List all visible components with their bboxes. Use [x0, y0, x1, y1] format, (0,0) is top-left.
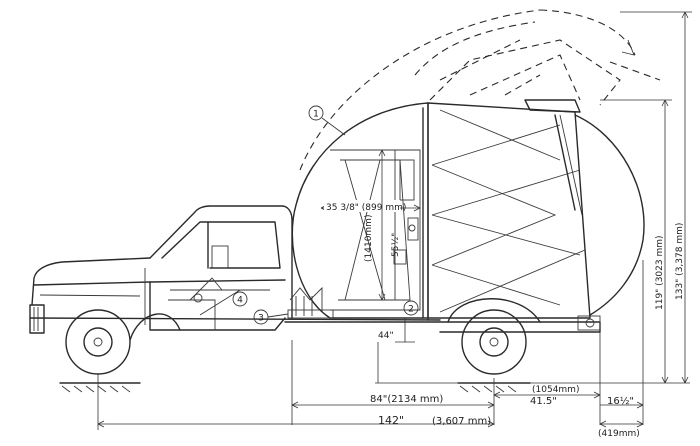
dim-width-top: 35 3/8" (899 mm)	[320, 200, 421, 213]
dim-height-133: 133" (3,378 mm)	[620, 11, 692, 384]
callout-1: 1	[308, 105, 346, 136]
chassis-frame	[29, 298, 601, 341]
dim-length-3607-label: (3,607 mm)	[432, 416, 491, 427]
front-wheel	[65, 309, 131, 375]
dim-height-119-label: 119" (3023 mm)	[655, 235, 665, 310]
callout-2-label: 2	[408, 305, 414, 315]
dim-length-84: 84"(2134 mm)	[291, 340, 495, 425]
callout-4: 4	[232, 291, 248, 307]
dim-width-top-label: 35 3/8" (899 mm)	[326, 203, 406, 213]
callout-2: 2	[403, 300, 419, 316]
callout-4-label: 4	[237, 296, 243, 306]
callout-3-label: 3	[258, 314, 264, 324]
dim-length-41-5-label: 41.5"	[530, 396, 557, 407]
dim-length-16-5-label: 16½"	[607, 395, 634, 407]
raised-body-outline	[299, 9, 661, 171]
ground-line	[59, 382, 531, 393]
dim-height-133-label: 133" (3,378 mm)	[675, 223, 685, 300]
rear-wheel	[461, 309, 527, 375]
dim-length-142-label: 142"	[378, 414, 404, 427]
dim-length-419: (419mm)	[598, 420, 644, 439]
callout-3: 3	[253, 309, 289, 325]
dim-height-119: 119" (3023 mm)	[600, 99, 672, 384]
truck-cab	[29, 205, 334, 334]
dim-height-1410-label: (1410mm)	[364, 215, 374, 262]
dim-length-142: 142" (3,607 mm)	[97, 374, 495, 430]
dim-height-44-label: 44"	[378, 331, 394, 341]
dim-length-84-label: 84"(2134 mm)	[370, 394, 443, 405]
dim-ground-ref	[375, 342, 690, 384]
dim-length-41-5: (1054mm) 41.5"	[493, 330, 601, 425]
dim-length-419-label: (419mm)	[598, 429, 640, 439]
dim-length-1054-label: (1054mm)	[532, 385, 579, 395]
dim-height-44: 44"	[378, 318, 415, 343]
raised-body-arrow	[621, 39, 635, 56]
dim-length-16-5: 16½"	[600, 260, 644, 425]
dim-height-55-label: 55½"	[391, 233, 401, 257]
dim-height-1410: (1410mm) 55½"	[364, 149, 401, 301]
callout-1-label: 1	[313, 110, 319, 120]
packer-body	[291, 99, 645, 321]
